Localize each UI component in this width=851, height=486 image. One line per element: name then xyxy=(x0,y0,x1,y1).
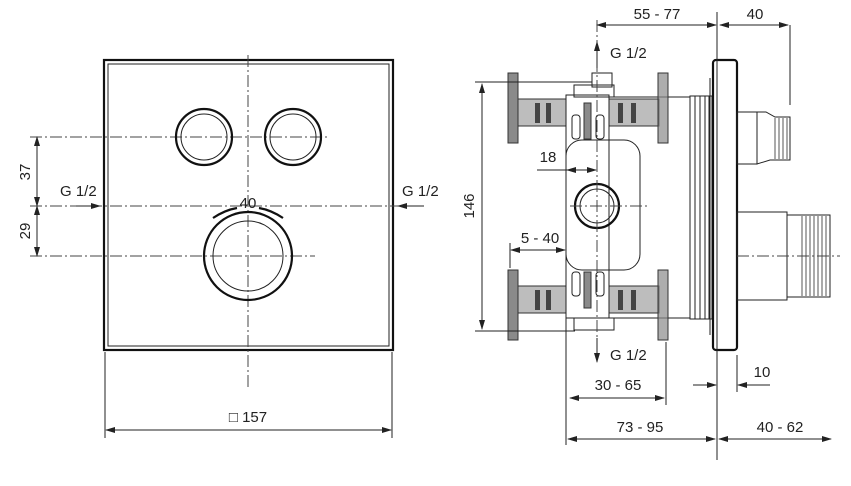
spindle-top xyxy=(517,98,567,127)
flange-bottom-left xyxy=(507,269,519,341)
scale-arc-left xyxy=(212,206,238,219)
dim-18: 18 xyxy=(540,149,557,166)
dim-29: 29 xyxy=(17,223,34,240)
spindle-bottom xyxy=(517,285,567,314)
dim-73-95: 73 - 95 xyxy=(617,419,664,436)
dim-37: 37 xyxy=(17,164,34,181)
outlet-bottom-label: G 1/2 xyxy=(610,347,647,364)
dim-5-40: 5 - 40 xyxy=(521,230,559,247)
valve-housing xyxy=(608,96,691,319)
dim-40-62: 40 - 62 xyxy=(757,419,804,436)
button-left xyxy=(174,107,234,167)
dim-30-65: 30 - 65 xyxy=(595,377,642,394)
dim-55-77: 55 - 77 xyxy=(634,6,681,23)
inlet-left-label: G 1/2 xyxy=(60,183,97,200)
thread xyxy=(689,95,713,320)
flange-top-right xyxy=(657,72,669,144)
dim-157: □ 157 xyxy=(229,409,267,426)
inlet-right-label: G 1/2 xyxy=(402,183,439,200)
cover-plate-side xyxy=(711,58,739,352)
flange-bottom-right xyxy=(657,269,669,341)
button-right xyxy=(263,107,323,167)
side-view: 55 - 77 40 G 1/2 G 1/2 146 18 5 - 40 30 … xyxy=(461,6,840,460)
flange-top-left xyxy=(507,72,519,144)
thermostat-knob xyxy=(202,210,294,302)
outlet-top-label: G 1/2 xyxy=(610,45,647,62)
dim-146: 146 xyxy=(461,193,478,218)
dim-40-top: 40 xyxy=(747,6,764,23)
button-side xyxy=(736,111,758,165)
front-view: 40 37 29 G 1/2 G 1/2 □ 157 xyxy=(17,55,439,438)
temperature-mark: 40 xyxy=(240,195,257,212)
mounting-box xyxy=(565,139,641,271)
dim-10: 10 xyxy=(754,364,771,381)
scale-arc-right xyxy=(258,206,284,219)
